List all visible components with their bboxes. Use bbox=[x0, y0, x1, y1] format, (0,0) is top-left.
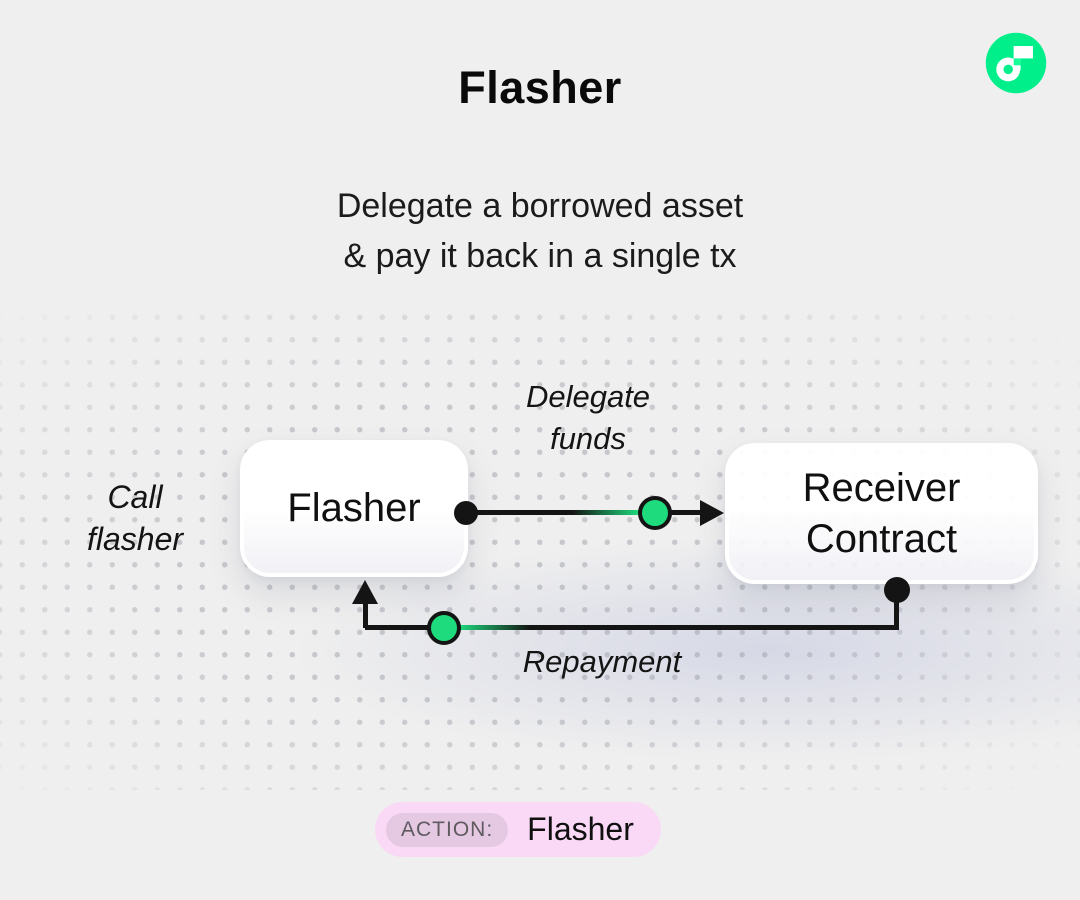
repayment-label: Repayment bbox=[522, 644, 682, 679]
call-flasher-label: Call flasher bbox=[40, 476, 230, 560]
action-badge-value: Flasher bbox=[527, 811, 634, 847]
page-title: Flasher bbox=[458, 62, 622, 113]
repayment-edge-up-segment bbox=[363, 602, 368, 628]
subtitle-line-1: Delegate a borrowed asset bbox=[336, 187, 744, 225]
repayment-token-circle bbox=[427, 611, 461, 645]
repayment-arrowhead-icon bbox=[352, 580, 378, 604]
delegate-funds-line-1: Delegate bbox=[525, 379, 651, 414]
receiver-node-line-1: Receiver bbox=[802, 465, 961, 510]
delegate-token-trail bbox=[572, 510, 640, 515]
action-badge: ACTION: Flasher bbox=[375, 802, 661, 857]
delegate-token-circle bbox=[638, 496, 672, 530]
repayment-edge-down-segment bbox=[894, 588, 899, 630]
flasher-node: Flasher bbox=[240, 440, 468, 577]
subtitle-line-2: & pay it back in a single tx bbox=[343, 237, 737, 275]
delegate-funds-line-2: funds bbox=[550, 421, 626, 456]
flow-logo-icon bbox=[985, 32, 1047, 94]
call-flasher-line-1: Call bbox=[107, 479, 163, 515]
receiver-contract-node: Receiver Contract bbox=[725, 443, 1038, 584]
delegate-edge-start-dot bbox=[454, 501, 478, 525]
delegate-arrowhead-icon bbox=[700, 500, 724, 526]
delegate-funds-label: Delegate funds bbox=[458, 376, 718, 460]
repayment-token-trail bbox=[458, 625, 530, 630]
call-flasher-line-2: flasher bbox=[86, 521, 184, 557]
flasher-node-label: Flasher bbox=[287, 486, 421, 530]
subtitle: Delegate a borrowed asset & pay it back … bbox=[0, 181, 1080, 281]
receiver-node-line-2: Contract bbox=[805, 516, 958, 561]
action-badge-label: ACTION: bbox=[386, 812, 509, 847]
repayment-edge-horizontal-segment bbox=[365, 625, 897, 630]
